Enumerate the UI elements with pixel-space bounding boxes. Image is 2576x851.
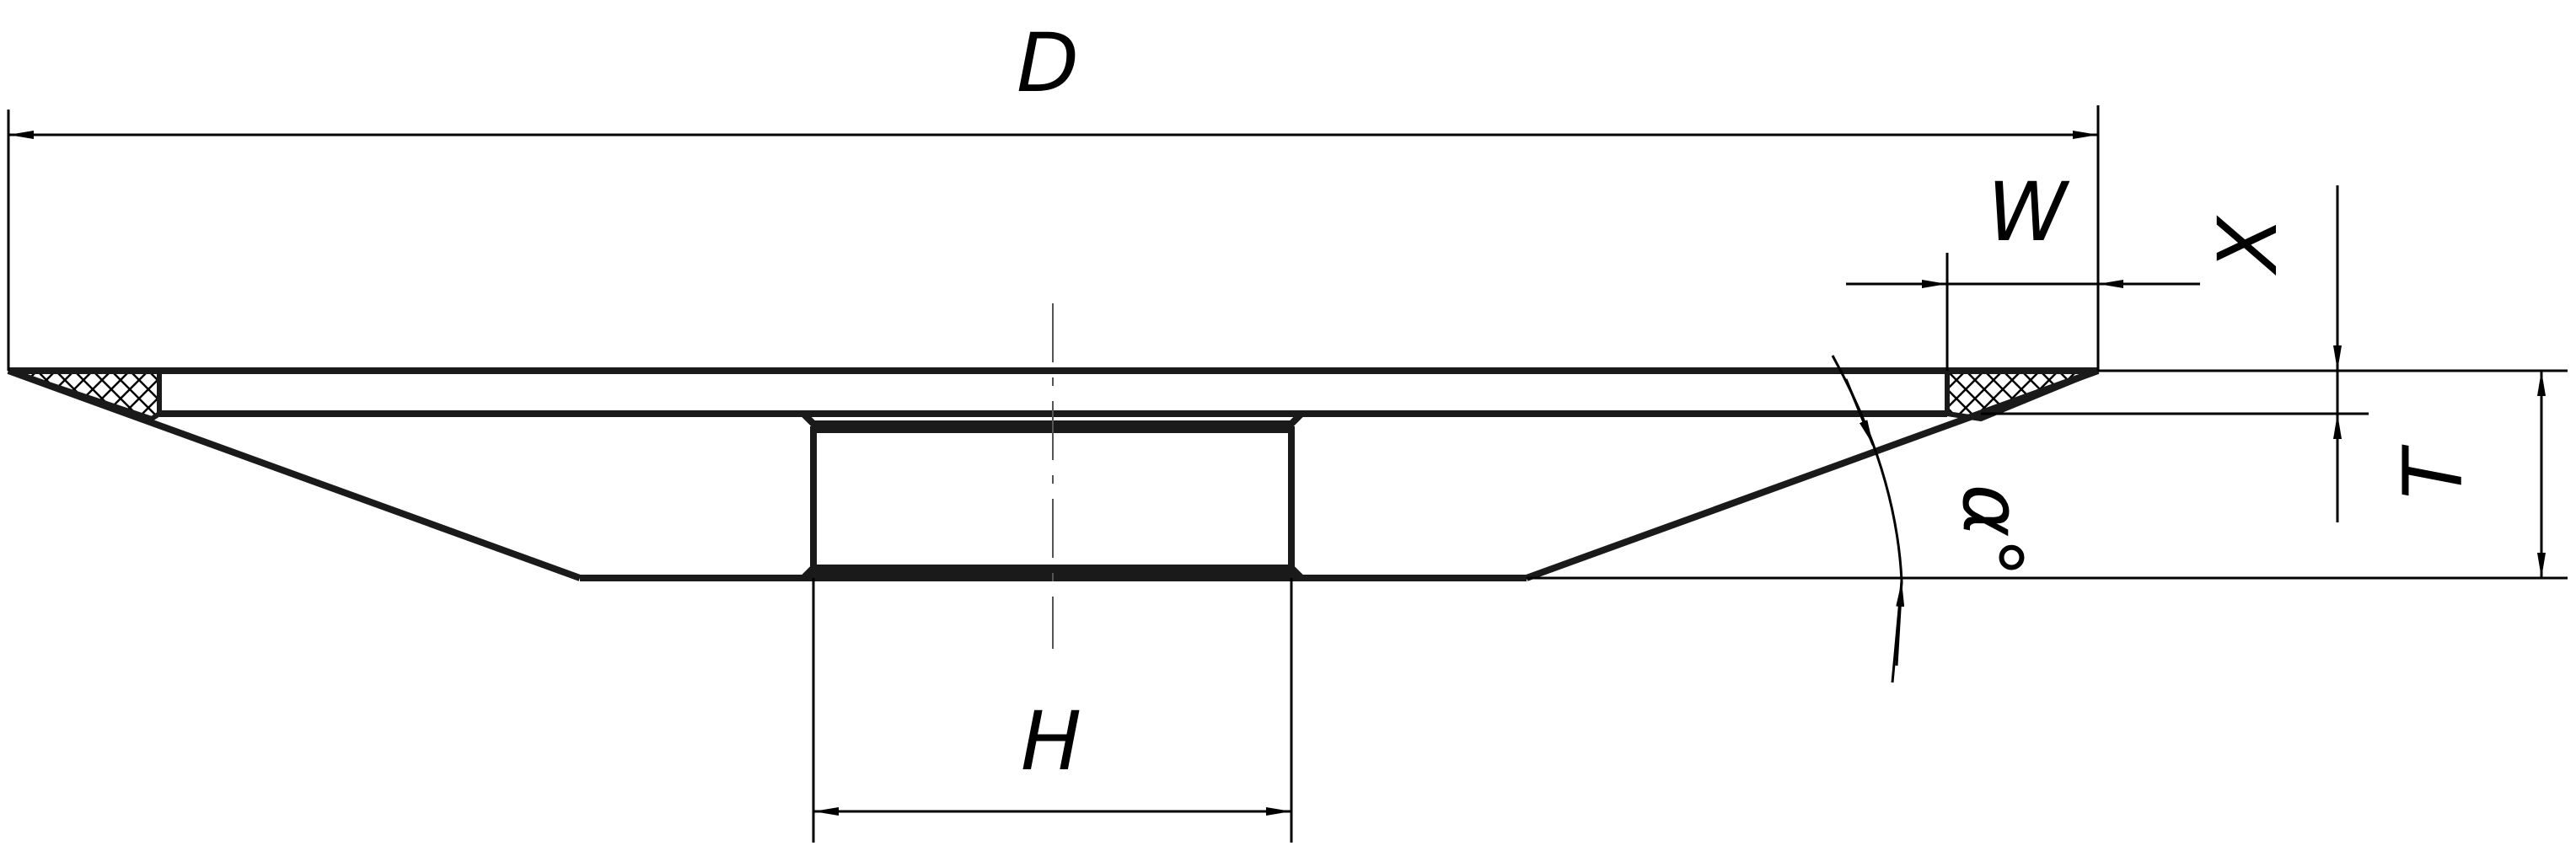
dimension-x: X — [1981, 185, 2568, 522]
wheel-profile — [7, 303, 2100, 649]
dimension-t: T — [1527, 371, 2568, 580]
dimension-h: H — [812, 578, 1293, 843]
label-alpha: α° — [1945, 484, 2039, 577]
right-cone — [1525, 367, 2100, 581]
dimension-w: W — [1846, 165, 2200, 371]
label-d: D — [1017, 16, 1079, 110]
label-w: W — [1988, 165, 2070, 260]
label-x: X — [2201, 215, 2295, 276]
label-t: T — [2386, 444, 2481, 499]
dimension-d: D — [7, 16, 2100, 371]
bore-chamfer — [801, 565, 1304, 581]
bore — [795, 410, 1310, 427]
left-cone — [7, 367, 582, 581]
dimension-angle: α° — [1831, 355, 2039, 683]
label-h: H — [1021, 694, 1081, 789]
